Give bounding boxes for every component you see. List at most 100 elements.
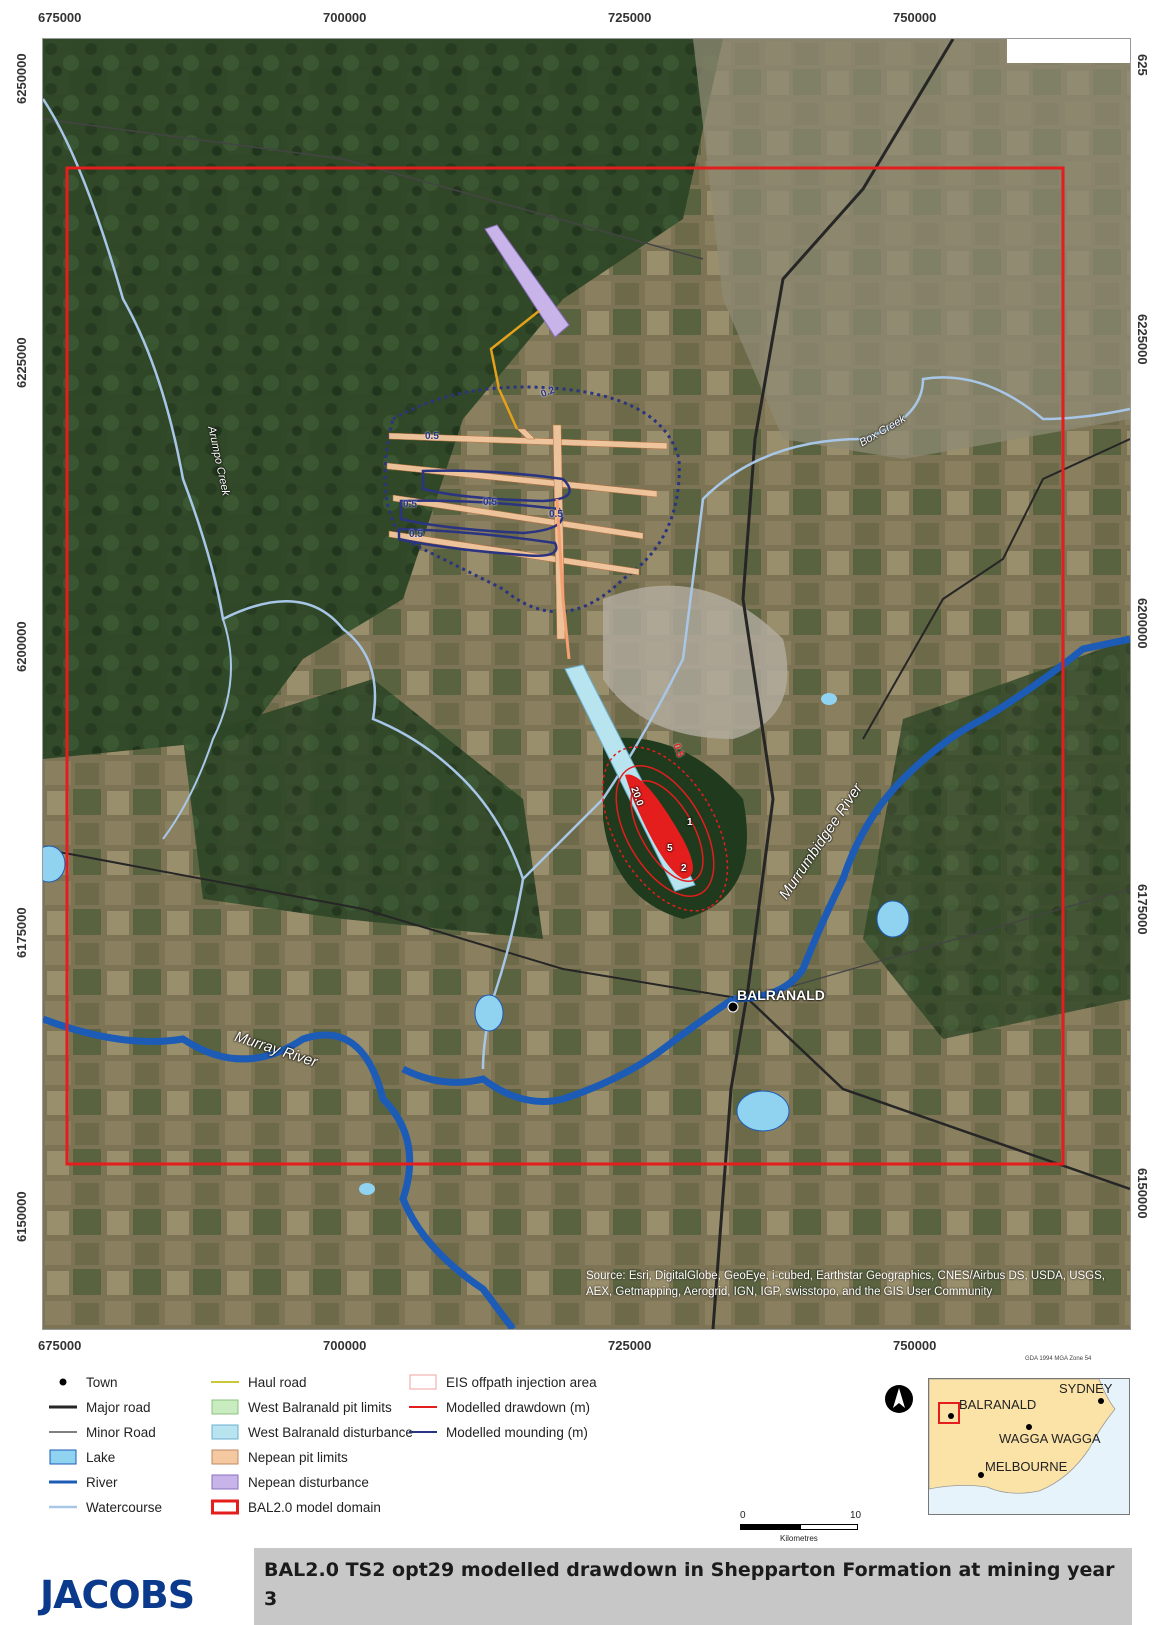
drawdown-contour xyxy=(615,765,715,897)
figure-title: BAL2.0 TS2 opt29 modelled drawdown in Sh… xyxy=(254,1548,1132,1625)
legend-label: Nepean pit limits xyxy=(248,1449,348,1465)
contour-label: 1 xyxy=(687,817,693,828)
locator-label-sydney: SYDNEY xyxy=(1059,1381,1113,1396)
locator-label-wagga: WAGGA WAGGA xyxy=(999,1431,1101,1446)
haul-road xyxy=(489,310,540,430)
legend-label: Town xyxy=(86,1374,118,1390)
imagery-forest-north xyxy=(43,39,723,759)
map-canvas[interactable] xyxy=(43,39,1130,1329)
y-tick-label-left: 6150000 xyxy=(14,1191,29,1242)
legend-symbol-west-pit xyxy=(210,1399,240,1415)
x-tick-label: 725000 xyxy=(608,10,652,25)
lake xyxy=(43,845,66,883)
map-frame[interactable]: BALRANALD Murray River Murrumbidgee Rive… xyxy=(42,38,1131,1330)
drawdown-core xyxy=(625,774,693,879)
locator-dot-melbourne xyxy=(978,1472,984,1478)
locator-map: SYDNEY BALRANALD WAGGA WAGGA MELBOURNE xyxy=(928,1378,1130,1515)
legend-symbol-town xyxy=(48,1374,78,1390)
x-tick-label: 750000 xyxy=(893,10,937,25)
legend-item-minor-road: Minor Road xyxy=(48,1422,156,1442)
scale-segment-light xyxy=(800,1524,858,1530)
model-domain xyxy=(65,166,1065,1166)
y-tick-label-right: 6175000 xyxy=(1135,884,1150,935)
x-tick-label: 700000 xyxy=(323,10,367,25)
scale-segment-dark xyxy=(740,1524,800,1530)
map-attribution: Source: Esri, DigitalGlobe, GeoEye, i-cu… xyxy=(586,1270,1105,1298)
legend-item-nepean-pit: Nepean pit limits xyxy=(210,1447,348,1467)
y-tick-label-right: 625 xyxy=(1135,54,1150,76)
legend-symbol-nepean-disturbance xyxy=(210,1474,240,1490)
north-text: N xyxy=(899,1401,900,1403)
y-tick-label-right: 6150000 xyxy=(1135,1168,1150,1219)
locator-map-canvas xyxy=(929,1379,1116,1494)
contour-label: 0.5 xyxy=(409,529,423,540)
scale-unit: Kilometres xyxy=(780,1534,818,1543)
mounding-lenses xyxy=(397,469,571,557)
contour-label: 0.5 xyxy=(549,509,563,520)
locator-dot-wagga xyxy=(1026,1424,1032,1430)
x-tick-label-bottom: 700000 xyxy=(323,1338,367,1353)
legend-symbol-drawdown xyxy=(408,1399,438,1415)
legend-item-river: River xyxy=(48,1472,118,1492)
locator-land xyxy=(929,1379,1116,1494)
legend-item-haul-road: Haul road xyxy=(210,1372,307,1392)
legend-symbol-west-disturbance xyxy=(210,1424,240,1440)
town-dot[interactable] xyxy=(727,1001,739,1013)
watercourse-loop xyxy=(162,618,232,840)
contour-label: 5 xyxy=(667,843,673,854)
lake xyxy=(821,693,837,705)
legend-item-nepean-disturbance: Nepean disturbance xyxy=(210,1472,369,1492)
legend-symbol-nepean-pit xyxy=(210,1449,240,1465)
imagery-dry-plain xyxy=(693,39,1130,459)
legend: Town Major road Minor Road Lake River Wa… xyxy=(40,1372,660,1532)
north-arrow-icon: N xyxy=(885,1385,913,1413)
legend-item-drawdown: Modelled drawdown (m) xyxy=(408,1397,590,1417)
legend-label: Minor Road xyxy=(86,1424,156,1440)
locator-label-melbourne: MELBOURNE xyxy=(985,1459,1068,1474)
contour-label: 2 xyxy=(681,863,687,874)
major-road-n xyxy=(711,39,955,1329)
y-tick-label-left: 6175000 xyxy=(14,907,29,958)
legend-label: Haul road xyxy=(248,1374,307,1390)
town-label: BALRANALD xyxy=(737,987,825,1003)
y-tick-label-right: 6200000 xyxy=(1135,598,1150,649)
locator-dot-balranald xyxy=(948,1413,954,1419)
y-tick-label-left: 6250000 xyxy=(14,53,29,104)
legend-item-west-pit: West Balranald pit limits xyxy=(210,1397,392,1417)
legend-item-watercourse: Watercourse xyxy=(48,1497,162,1517)
x-tick-label-bottom: 750000 xyxy=(893,1338,937,1353)
murrumbidgee-river xyxy=(732,635,1130,1003)
legend-symbol-watercourse xyxy=(48,1499,78,1515)
crs-label: GDA 1994 MGA Zone 54 xyxy=(1025,1356,1092,1362)
lake xyxy=(474,994,504,1032)
legend-label: Lake xyxy=(86,1449,116,1465)
locator-dot-sydney xyxy=(1098,1398,1104,1404)
major-road-w xyxy=(43,848,744,1000)
legend-label: Major road xyxy=(86,1399,151,1415)
legend-label: BAL2.0 model domain xyxy=(248,1499,381,1515)
nepean-disturbance xyxy=(484,224,570,338)
legend-symbol-injection-area xyxy=(408,1374,438,1390)
legend-symbol-mounding xyxy=(408,1424,438,1440)
west-pit-line xyxy=(555,498,571,660)
watercourse-west xyxy=(43,98,525,1070)
legend-label: EIS offpath injection area xyxy=(446,1374,597,1390)
company-logo: JACOBS xyxy=(40,1573,195,1617)
legend-item-lake: Lake xyxy=(48,1447,115,1467)
lake xyxy=(359,1183,375,1195)
contour-label: 0.5 xyxy=(403,499,417,510)
legend-item-injection-area: EIS offpath injection area xyxy=(408,1372,597,1392)
legend-item-town: Town xyxy=(48,1372,118,1392)
legend-symbol-haul-road xyxy=(210,1374,240,1390)
legend-symbol-lake xyxy=(48,1449,78,1465)
legend-symbol-minor-road xyxy=(48,1424,78,1440)
x-tick-label: 675000 xyxy=(38,10,82,25)
watercourse-east xyxy=(522,376,1130,880)
legend-symbol-model-domain xyxy=(210,1499,240,1515)
legend-label: Watercourse xyxy=(86,1499,163,1515)
legend-symbol-major-road xyxy=(48,1399,78,1415)
x-tick-label-bottom: 725000 xyxy=(608,1338,652,1353)
legend-item-model-domain: BAL2.0 model domain xyxy=(210,1497,381,1517)
minor-road-nw xyxy=(43,118,704,260)
x-tick-label-bottom: 675000 xyxy=(38,1338,82,1353)
